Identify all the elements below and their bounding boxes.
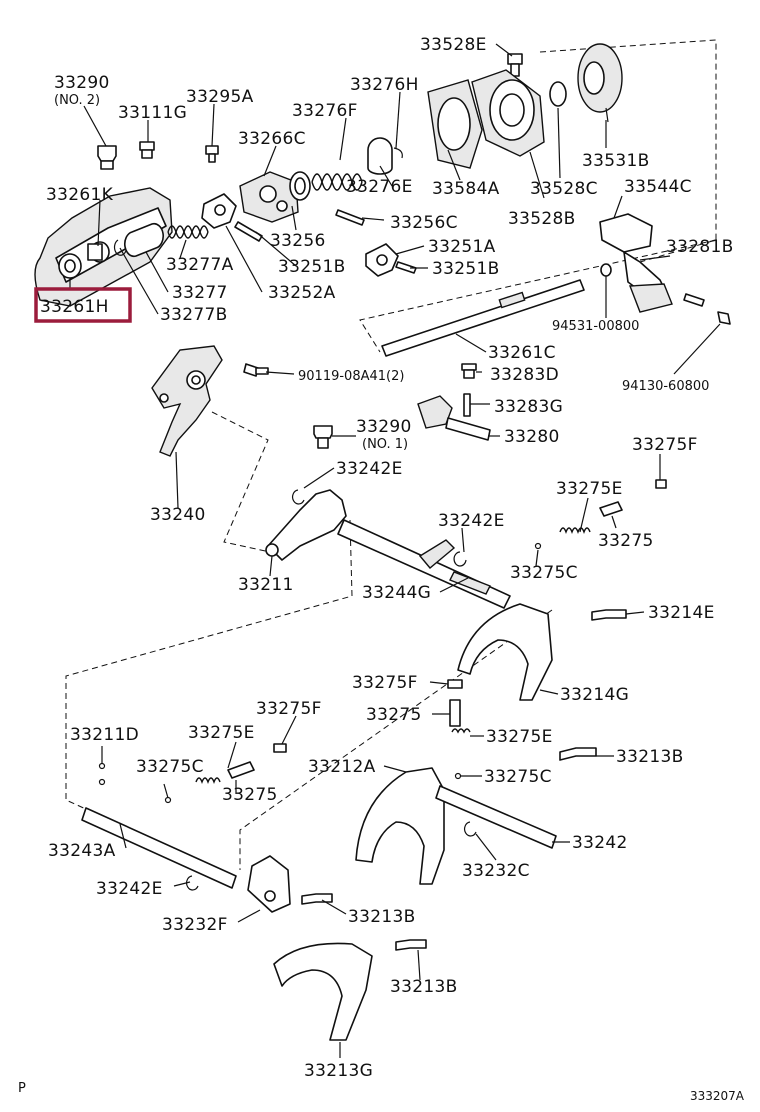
label-33261H: 33261H xyxy=(40,297,109,317)
label-33214G: 33214G xyxy=(560,685,629,705)
part-labels: 33290 (NO. 2) 33111G 33295A 33276H 33276… xyxy=(18,35,745,1103)
bearing-retainer-assembly xyxy=(427,43,623,169)
label-33251B-upper: 33251B xyxy=(278,257,346,277)
label-33290-no2: 33290 xyxy=(54,73,110,93)
label-33261C: 33261C xyxy=(488,343,556,363)
label-33290-no1-note: (NO. 1) xyxy=(362,437,408,452)
label-33211D: 33211D xyxy=(70,725,139,745)
label-33277: 33277 xyxy=(172,283,228,303)
label-33261K: 33261K xyxy=(46,185,114,205)
leader-lines xyxy=(69,43,721,1058)
label-33290-no2-note: (NO. 2) xyxy=(54,93,100,108)
label-33277A: 33277A xyxy=(166,255,234,275)
label-33277B: 33277B xyxy=(160,305,228,325)
dashed-group-outlines xyxy=(65,39,717,870)
shift-head-33232F xyxy=(247,855,333,913)
shift-fork-33213G xyxy=(273,939,427,1041)
label-33275F-upper: 33275F xyxy=(632,435,698,455)
label-33280: 33280 xyxy=(504,427,560,447)
label-33275E-middle: 33275E xyxy=(486,727,553,747)
label-33528B: 33528B xyxy=(508,209,576,229)
label-33275E-upper: 33275E xyxy=(556,479,623,499)
label-33214E: 33214E xyxy=(648,603,715,623)
label-33276H: 33276H xyxy=(350,75,419,95)
label-33275-upper: 33275 xyxy=(598,531,654,551)
shift-fork-33212A xyxy=(355,747,597,885)
label-33252A: 33252A xyxy=(268,283,336,303)
shift-lever-and-shaft xyxy=(265,479,667,609)
label-33275E-lower: 33275E xyxy=(188,723,255,743)
label-33275-middle: 33275 xyxy=(366,705,422,725)
label-94531-00800: 94531-00800 xyxy=(552,319,639,334)
label-33242E-lower: 33242E xyxy=(96,879,163,899)
label-94130-60800: 94130-60800 xyxy=(622,379,709,394)
label-33275-lower: 33275 xyxy=(222,785,278,805)
label-33283G: 33283G xyxy=(494,397,563,417)
label-90119-08A41: 90119-08A41(2) xyxy=(298,369,404,384)
label-33213G: 33213G xyxy=(304,1061,373,1081)
label-33276E: 33276E xyxy=(346,177,413,197)
label-33275F-lower: 33275F xyxy=(256,699,322,719)
figure-id: 333207A xyxy=(690,1089,745,1103)
label-33256C: 33256C xyxy=(390,213,458,233)
label-33243A: 33243A xyxy=(48,841,116,861)
corner-mark-p: P xyxy=(18,1081,26,1096)
label-33281B: 33281B xyxy=(666,237,734,257)
highlight-box-33261H xyxy=(34,287,132,323)
label-33283D: 33283D xyxy=(490,365,559,385)
label-33244G: 33244G xyxy=(362,583,431,603)
label-33232C: 33232C xyxy=(462,861,530,881)
label-33295A: 33295A xyxy=(186,87,254,107)
label-33242: 33242 xyxy=(572,833,628,853)
label-33528C: 33528C xyxy=(530,179,598,199)
label-33544C: 33544C xyxy=(624,177,692,197)
label-33242E-upper: 33242E xyxy=(336,459,403,479)
label-33275C-lower-right: 33275C xyxy=(484,767,552,787)
label-33213B-lower: 33213B xyxy=(390,977,458,997)
label-33275C-lower-left: 33275C xyxy=(136,757,204,777)
label-33212A: 33212A xyxy=(308,757,376,777)
label-33290-no1: 33290 xyxy=(356,417,412,437)
shift-shaft-assembly xyxy=(243,213,731,449)
label-33111G: 33111G xyxy=(118,103,187,123)
label-33531B: 33531B xyxy=(582,151,650,171)
label-33584A: 33584A xyxy=(432,179,500,199)
label-33240: 33240 xyxy=(150,505,206,525)
label-33242E-middle: 33242E xyxy=(438,511,505,531)
shift-fork-33214G xyxy=(447,603,627,734)
label-33232F: 33232F xyxy=(162,915,228,935)
shift-housing-assembly xyxy=(34,137,417,307)
label-33213B-upper: 33213B xyxy=(616,747,684,767)
label-33251A: 33251A xyxy=(428,237,496,257)
label-33276F: 33276F xyxy=(292,101,358,121)
shift-inner-lever-bracket xyxy=(151,345,223,457)
label-33256: 33256 xyxy=(270,231,326,251)
label-33211: 33211 xyxy=(238,575,294,595)
label-33251B-right: 33251B xyxy=(432,259,500,279)
label-33266C: 33266C xyxy=(238,129,306,149)
label-33275F-middle: 33275F xyxy=(352,673,418,693)
label-33528E: 33528E xyxy=(420,35,487,55)
label-33213B-middle: 33213B xyxy=(348,907,416,927)
label-33275C-upper: 33275C xyxy=(510,563,578,583)
